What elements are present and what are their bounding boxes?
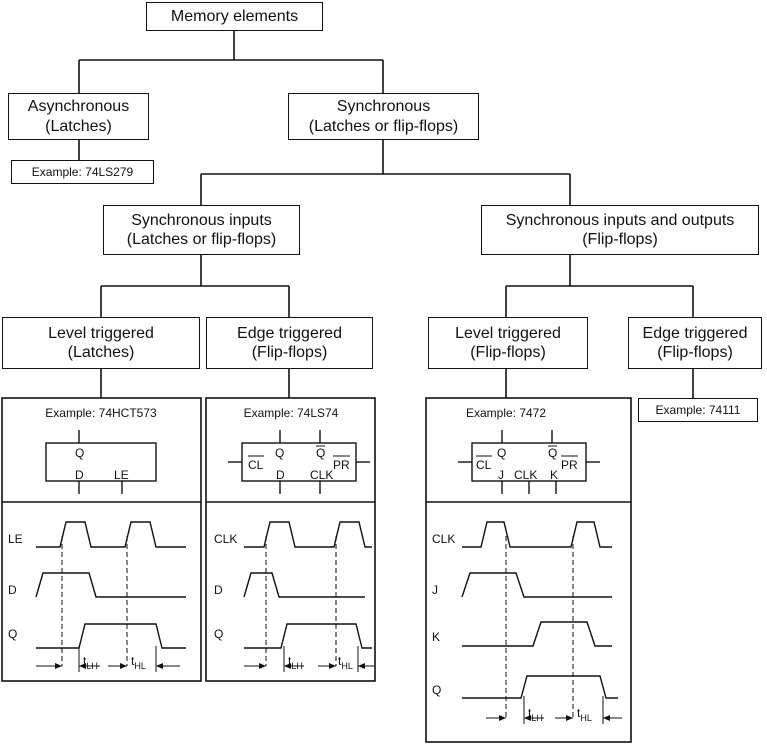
sync-io-subtitle: (Flip-flops) [582,231,658,248]
level-latch-title: Level triggered [48,324,154,342]
level-ff-sig-q: Q [432,683,441,697]
latch-pin-q: Q [75,446,84,460]
level-ff-title: Level triggered [455,324,561,342]
edge-ff2-box: Edge triggered (Flip-flops) [628,317,762,369]
latch-pin-le: LE [114,468,129,482]
root-box: Memory elements [146,2,323,31]
svg-text:tHL: tHL [338,654,353,671]
edge-ff-pin-q: Q [275,446,284,460]
edge-ff2-title: Edge triggered [642,324,748,342]
edge-ff-box: Edge triggered (Flip-flops) [206,317,373,369]
async-box: Asynchronous (Latches) [8,93,149,140]
panel-latch: Example: 74HCT573 Q D LE LE D Q tLH tHL [1,397,202,682]
async-example-box: Example: 74LS279 [11,160,154,184]
level-ff-pin-cl: CL [476,458,492,472]
async-example: Example: 74LS279 [31,164,134,179]
svg-text:tLH: tLH [83,654,98,671]
svg-text:tHL: tHL [131,654,146,671]
edge-ff-pin-pr: PR [333,458,350,472]
svg-text:tLH: tLH [528,706,543,723]
level-ff-pin-qbar: Q [548,446,557,460]
root-label: Memory elements [170,7,299,25]
level-ff-pin-k: K [550,468,558,482]
edge-ff-pin-d: D [276,468,285,482]
latch-pin-d: D [75,468,84,482]
level-ff-box: Level triggered (Flip-flops) [428,317,588,369]
edge-ff-sig-d: D [214,583,223,597]
level-ff-sig-k: K [432,630,440,644]
level-ff-pin-j: J [498,468,504,482]
level-ff-example: Example: 7472 [466,406,546,420]
sync-inputs-box: Synchronous inputs (Latches or flip-flop… [103,205,300,255]
sync-io-box: Synchronous inputs and outputs (Flip-flo… [481,205,759,255]
level-ff-pin-q: Q [497,446,506,460]
edge-ff-sig-q: Q [214,627,223,641]
edge-ff2-subtitle: (Flip-flops) [657,344,733,361]
sync-box: Synchronous (Latches or flip-flops) [288,93,479,140]
edge-ff-title: Edge triggered [237,324,342,342]
edge-ff-pin-cl: CL [248,458,264,472]
level-latch-box: Level triggered (Latches) [2,317,200,369]
edge-ff-pin-qbar: Q [316,446,325,460]
level-ff-sig-j: J [432,583,438,597]
edge-ff-subtitle: (Flip-flops) [251,344,328,361]
level-latch-subtitle: (Latches) [67,344,135,361]
svg-text:tLH: tLH [288,654,303,671]
latch-sig-le: LE [8,532,23,546]
latch-sig-q: Q [8,627,17,641]
level-ff-sig-clk: CLK [432,532,455,546]
panel-edge-ff: Example: 74LS74 CL Q Q PR D CLK CLK D Q … [205,397,376,682]
panel-level-ff: Example: 7472 CL Q Q PR J CLK K CLK J K … [425,397,632,743]
edge-ff-pin-clk: CLK [310,468,333,482]
level-ff-subtitle: (Flip-flops) [470,344,546,361]
async-title: Asynchronous [27,98,130,116]
edge-ff-sig-clk: CLK [214,532,237,546]
latch-example: Example: 74HCT573 [45,406,157,420]
edge-ff2-example: Example: 74111 [655,402,741,417]
sync-title: Synchronous [336,98,431,116]
latch-sig-d: D [8,583,17,597]
async-subtitle: (Latches) [45,117,112,135]
level-ff-pin-pr: PR [561,458,578,472]
sync-subtitle: (Latches or flip-flops) [308,117,459,135]
edge-ff-example: Example: 74LS74 [244,406,339,420]
svg-text:tHL: tHL [577,706,592,723]
sync-inputs-title: Synchronous inputs [131,211,272,229]
sync-io-title: Synchronous inputs and outputs [505,211,735,229]
level-ff-pin-clk: CLK [514,468,537,482]
edge-ff2-example-box: Example: 74111 [638,398,758,422]
sync-inputs-subtitle: (Latches or flip-flops) [126,231,277,248]
